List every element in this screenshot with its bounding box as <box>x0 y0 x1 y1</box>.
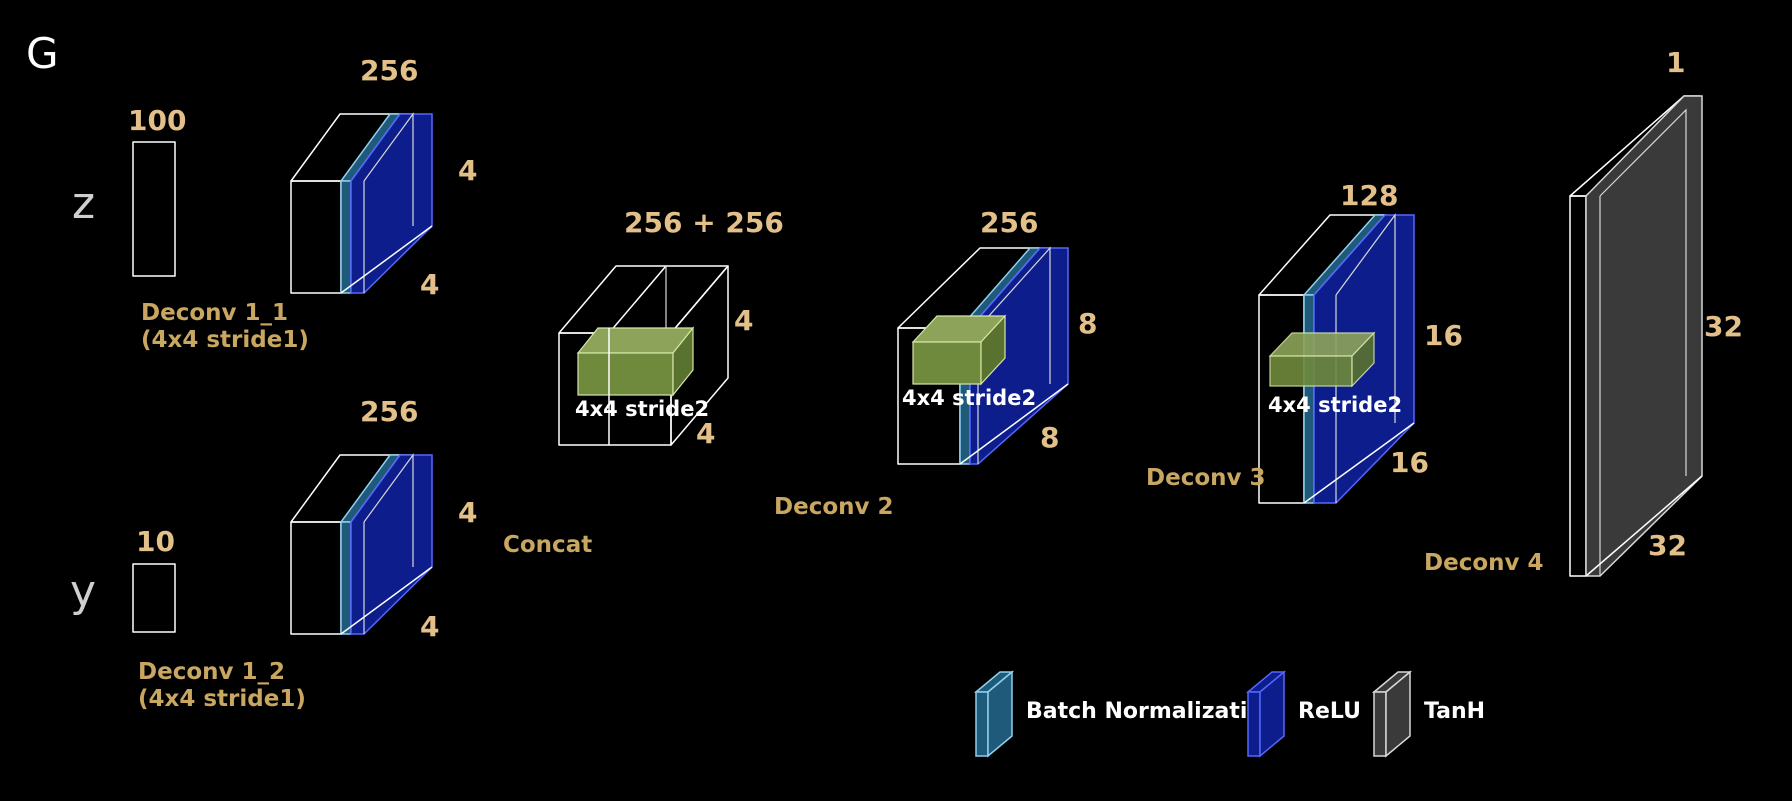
concat-label: Concat <box>503 532 592 558</box>
concat-kernel-label: 4x4 stride2 <box>575 397 709 421</box>
deconv1-2-width: 4 <box>420 610 439 643</box>
deconv2-label: Deconv 2 <box>774 494 894 520</box>
legend: Batch Normalization ReLU TanH <box>973 670 1485 758</box>
legend-tanh-label: TanH <box>1424 699 1485 724</box>
y-vector-block <box>132 563 176 633</box>
z-input-label: z <box>72 178 95 229</box>
deconv4-label: Deconv 4 <box>1424 550 1544 576</box>
deconv4-width: 32 <box>1648 529 1687 562</box>
deconv4-channels: 1 <box>1666 46 1685 79</box>
deconv3-width: 16 <box>1390 446 1429 479</box>
deconv2-block <box>897 246 1069 465</box>
deconv3-channels: 128 <box>1340 179 1398 212</box>
y-input-label: y <box>70 566 96 617</box>
deconv1-2-kernel-label: (4x4 stride1) <box>138 686 306 712</box>
deconv1-2-label: Deconv 1_2 <box>138 659 285 685</box>
deconv3-label: Deconv 3 <box>1146 465 1266 491</box>
legend-relu-label: ReLU <box>1298 699 1361 724</box>
legend-relu-swatch <box>1245 670 1287 758</box>
diagram-title: G <box>26 29 59 78</box>
deconv2-width: 8 <box>1040 421 1059 454</box>
z-vector-block <box>132 141 176 277</box>
deconv3-block <box>1258 213 1415 504</box>
legend-batch-norm-swatch <box>973 670 1015 758</box>
deconv3-height: 16 <box>1424 319 1463 352</box>
deconv1-1-kernel-label: (4x4 stride1) <box>141 327 309 353</box>
deconv1-1-height: 4 <box>458 154 477 187</box>
deconv1-1-width: 4 <box>420 268 439 301</box>
concat-width: 4 <box>696 417 715 450</box>
deconv4-height: 32 <box>1704 310 1743 343</box>
deconv1-2-channels: 256 <box>360 395 418 428</box>
z-dim-label: 100 <box>128 104 186 137</box>
deconv1-2-height: 4 <box>458 496 477 529</box>
concat-channels: 256 + 256 <box>624 206 784 239</box>
concat-height: 4 <box>734 304 753 337</box>
deconv4-block <box>1569 95 1703 577</box>
deconv1-1-block <box>290 112 433 294</box>
deconv1-1-label: Deconv 1_1 <box>141 300 288 326</box>
legend-tanh-swatch <box>1371 670 1413 758</box>
y-dim-label: 10 <box>136 525 175 558</box>
concat-block <box>558 265 729 446</box>
deconv1-2-block <box>290 453 433 635</box>
deconv1-1-channels: 256 <box>360 54 418 87</box>
deconv2-kernel-label: 4x4 stride2 <box>902 386 1036 410</box>
deconv3-kernel-label: 4x4 stride2 <box>1268 393 1402 417</box>
legend-batch-norm-label: Batch Normalization <box>1026 699 1278 724</box>
deconv2-height: 8 <box>1078 307 1097 340</box>
deconv2-channels: 256 <box>980 206 1038 239</box>
